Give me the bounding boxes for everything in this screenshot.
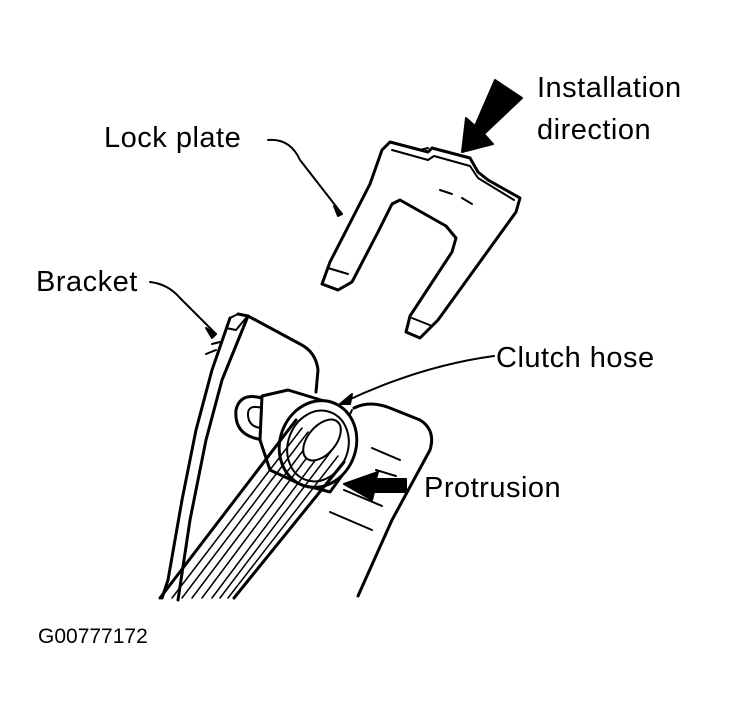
leader-lines <box>149 138 495 405</box>
lock-plate-label: Lock plate <box>104 122 242 154</box>
bracket-label: Bracket <box>36 266 138 298</box>
direction-label: direction <box>537 114 652 146</box>
installation-label: Installation <box>537 72 682 104</box>
clutch-hose <box>158 388 359 600</box>
clutch-hose-label: Clutch hose <box>496 342 655 374</box>
protrusion-arrow <box>343 471 407 501</box>
bracket <box>160 312 434 602</box>
installation-direction-arrow <box>461 79 523 153</box>
protrusion-label: Protrusion <box>424 472 562 504</box>
figure-id: G00777172 <box>38 625 148 648</box>
lock-plate <box>320 140 522 340</box>
